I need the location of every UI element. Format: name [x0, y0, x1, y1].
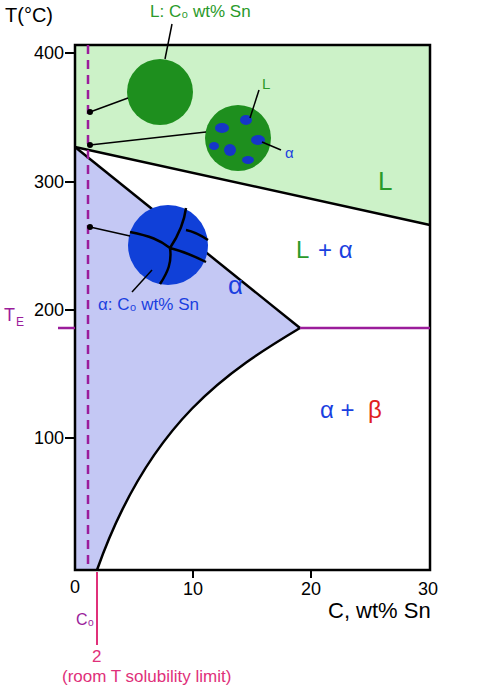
liquidus-line [75, 147, 430, 225]
alpha-particle [242, 156, 254, 164]
mixed-microstructure [205, 105, 271, 171]
tick [192, 570, 194, 578]
leader-line [132, 270, 152, 292]
solubility-value: 2 [92, 648, 101, 665]
tick [65, 181, 75, 183]
phase-callout: α [285, 145, 294, 160]
tick-label: 300 [34, 173, 64, 191]
eutectic-line [300, 327, 430, 330]
composition-label: C₀ [76, 612, 94, 628]
phase-label: L [378, 168, 392, 194]
solubility-marker [96, 572, 98, 645]
leader-line [262, 142, 281, 150]
alpha-particle [224, 144, 236, 156]
tick [65, 437, 75, 439]
tick-label: 10 [183, 580, 203, 598]
solidus-line [75, 147, 300, 328]
tick-label: 400 [34, 44, 64, 62]
tick [310, 570, 312, 578]
liquid-microstructure [127, 59, 193, 125]
plot-frame [75, 45, 430, 570]
tick [65, 309, 75, 311]
alpha-region [75, 147, 300, 570]
leader-line [250, 90, 259, 118]
leader-line [90, 227, 130, 236]
grain-boundaries [130, 208, 208, 284]
tick-label: 0 [70, 578, 80, 596]
leader-line [90, 98, 128, 112]
phase-callout: L [262, 76, 270, 91]
phase-label: + α [318, 238, 353, 262]
solubility-note: (room T solubility limit) [62, 668, 231, 685]
axis-title: C, wt% Sn [328, 600, 431, 622]
region-callout: α: C₀ wt% Sn [98, 296, 199, 313]
alpha-particle [251, 135, 265, 145]
alpha-particle [215, 123, 229, 133]
region-callout: L: C₀ wt% Sn [150, 3, 251, 20]
phase-label: L [296, 238, 309, 262]
phase-label: β [368, 398, 382, 422]
tick-label: 200 [34, 301, 64, 319]
tick-label: 30 [418, 580, 438, 598]
composition-line [87, 45, 90, 570]
tick [65, 52, 75, 54]
phase-label: α + [320, 398, 355, 422]
alpha-microstructure [128, 205, 208, 285]
leader-line [90, 132, 206, 145]
solvus-line [97, 328, 300, 570]
axis-title: T(°C) [5, 5, 53, 25]
eutectic-label: T [4, 306, 15, 324]
leader-line [165, 24, 172, 59]
eutectic-tick [58, 327, 75, 330]
eutectic-subscript: E [16, 316, 24, 328]
tick-label: 20 [301, 580, 321, 598]
phase-label: α [228, 272, 243, 298]
alpha-particle [209, 142, 219, 150]
tick-label: 100 [34, 429, 64, 447]
